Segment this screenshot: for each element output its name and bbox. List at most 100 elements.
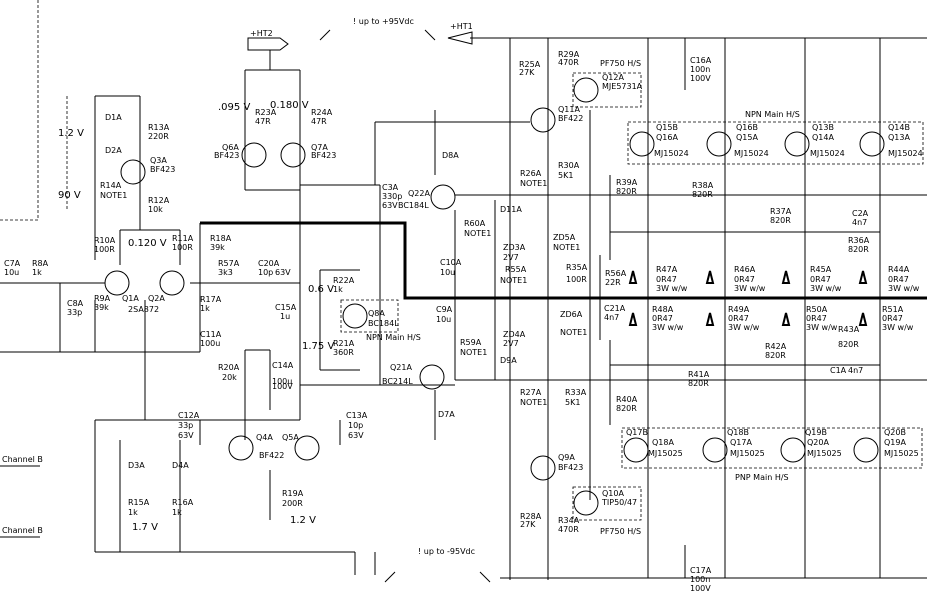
label-c13v: 10p [348,421,363,430]
label-q10v: TIP50/47 [601,498,637,507]
label-c16v2: 100V [690,74,711,83]
label-r28a: R28A [520,512,542,521]
label-c2a: C2A [852,209,869,218]
label-r8v: 1k [32,268,42,277]
label-r50v: 0R47 [806,314,827,323]
label-q12a: Q12A [602,73,624,82]
label-r35a: R35A [566,263,588,272]
label-r16v: 1k [172,508,182,517]
label-c20v: 10p [258,268,273,277]
label-c3a: C3A [382,183,399,192]
label-r34v: 470R [558,525,579,534]
label-c12v2: 63V [178,431,194,440]
label-c2v: 4n7 [852,218,867,227]
label-r10v: 100R [94,245,115,254]
label-q12v: 2SA872 [128,305,159,314]
label-q9a: Q9A [558,453,575,462]
ht2-label: +HT2 [250,29,273,38]
volt-1-75: 1.75 V [302,341,334,352]
label-r27v: NOTE1 [520,398,547,407]
volt-1-2: 1.2 V [58,128,84,139]
label-r14v: NOTE1 [100,191,127,200]
volt-0-180: 0.180 V [270,100,309,111]
q18b-transistor [702,437,728,463]
label-zd4a: ZD4A [503,330,526,339]
q14b-transistor [859,131,885,157]
label-r55v: NOTE1 [500,276,527,285]
label-r59a: R59A [460,338,482,347]
label-r26v: NOTE1 [520,179,547,188]
label-r17a: R17A [200,295,222,304]
label-r33a: R33A [565,388,587,397]
label-c7a: C7A [4,259,21,268]
q10-heatsink-box [572,486,642,521]
label-c13a: C13A [346,411,368,420]
label-zd4v: 2V7 [503,339,519,348]
label-d11a: D11A [500,205,522,214]
label-q20v: MJ15025 [807,449,842,458]
label-q7v: BF423 [311,151,336,160]
label-r28v: 27K [520,520,536,529]
label-c3v: 330p [382,192,402,201]
q19b-transistor [780,437,806,463]
q8-hs-label: NPN Main H/S [366,333,421,342]
label-q8a: Q8A [368,309,385,318]
label-r39a: R39A [616,178,638,187]
label-r13a: R13A [148,123,170,132]
label-r42a: R42A [765,342,787,351]
label-c15a: C15A [275,303,297,312]
label-c11a: C11A [200,330,222,339]
label-q3a: Q3A [150,156,167,165]
label-r22v: 1k [333,285,343,294]
label-c1a: C1A [830,366,847,375]
label-c17a: C17A [690,566,712,575]
label-q14a: Q14A [812,133,834,142]
q12a-transistor [573,77,599,103]
down-note: ! up to -95Vdc [418,547,475,556]
label-q20a: Q20A [807,438,829,447]
label-r56a: R56A [605,269,627,278]
transistors [104,77,885,516]
label-c13v2: 63V [348,431,364,440]
channel-block-border [0,0,39,221]
pnp-heatsink-box [621,427,923,469]
label-q17v: MJ15025 [730,449,765,458]
q7a-transistor [280,142,306,168]
label-d8a: D8A [442,151,459,160]
label-r26a: R26A [520,169,542,178]
label-r44w: 3W w/w [888,284,920,293]
label-r25a: R25A [519,60,541,69]
label-r20a: R20A [218,363,240,372]
label-r40v: 820R [616,404,637,413]
label-r43v: 820R [838,340,859,349]
label-r56v: 22R [605,278,621,287]
label-r21v: 360R [333,348,354,357]
label-q18b: Q18B [727,428,749,437]
label-c14v: 100u [272,377,292,386]
label-zd3v: 2V7 [503,253,519,262]
label-r23a: R23A [255,108,277,117]
label-r30v: 5K1 [558,171,573,180]
label-q6v: BF423 [214,151,239,160]
volt-90: 90 V [58,190,81,201]
pnp-hs-label: PNP Main H/S [735,473,789,482]
ht1-label: +HT1 [450,22,473,31]
label-r15a: R15A [128,498,150,507]
label-r46a: R46A [734,265,756,274]
label-r43a: R43A [838,325,860,334]
label-c15v: 1u [280,312,290,321]
label-r47w: 3W w/w [656,284,688,293]
volt-0-120: 0.120 V [128,238,167,249]
q16b-transistor [706,131,732,157]
output-bus [200,221,927,300]
label-r50w: 3W w/w [806,323,838,332]
volt-0-6: 0.6 V [308,284,334,295]
label-q21a: Q21A [390,363,412,372]
label-r36v: 820R [848,245,869,254]
label-r8a: R8A [32,259,49,268]
label-r29a: R29A [558,50,580,59]
component-labels: D1AD2AR13A220RQ3ABF423R14ANOTE1R12A10kR1… [4,50,923,593]
label-r37a: R37A [770,207,792,216]
label-r49a: R49A [728,305,750,314]
